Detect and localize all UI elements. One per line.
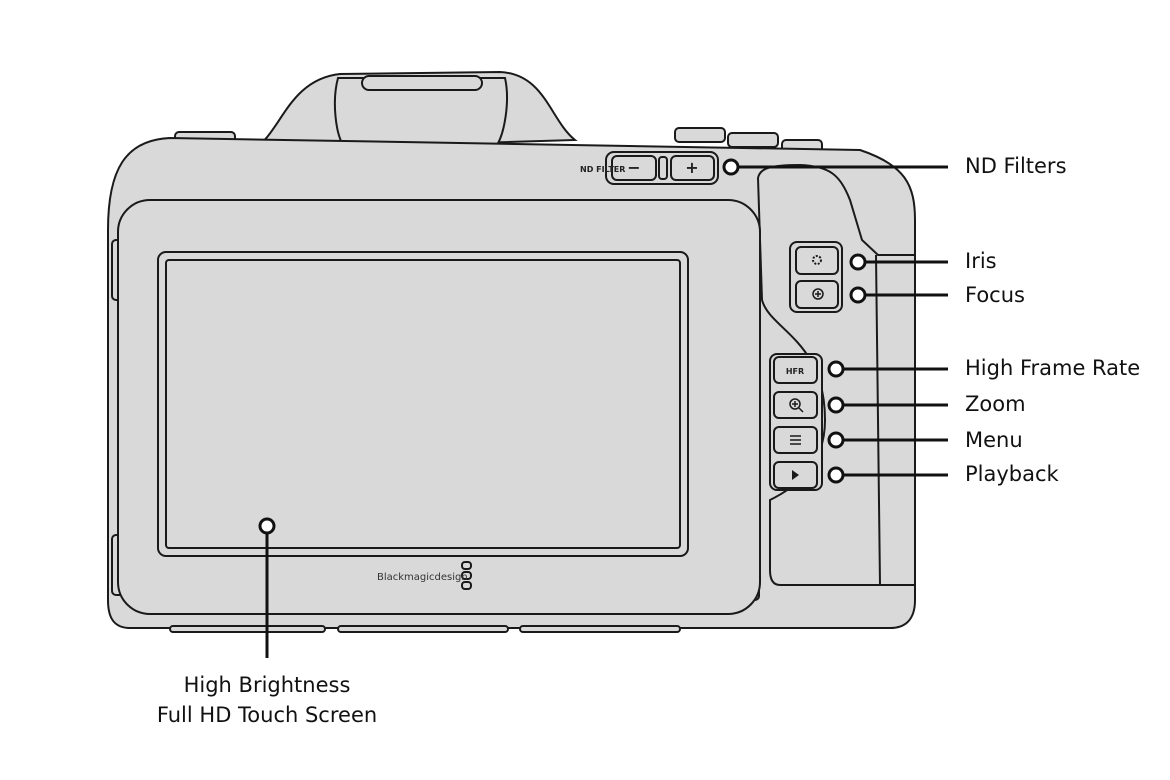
callout-dot [849, 253, 867, 271]
focus-icon [812, 288, 824, 300]
brand-logo: Blackmagicdesign [377, 572, 468, 583]
grip-line [875, 254, 881, 586]
hfr-label: HFR [786, 367, 804, 376]
iris-button[interactable] [795, 246, 839, 275]
button-column [769, 353, 823, 491]
label-nd-filters: ND Filters [965, 154, 1067, 178]
callout-dot [827, 466, 845, 484]
label-screen-line1: High Brightness [183, 673, 351, 697]
menu-icon [790, 435, 801, 445]
callout-dot [827, 431, 845, 449]
label-iris: Iris [965, 249, 997, 273]
iris-icon [812, 255, 822, 265]
nd-plus-button[interactable] [670, 155, 715, 181]
foot [337, 625, 509, 633]
nd-plus-glyph: + [685, 158, 698, 177]
hfr-button[interactable] [773, 356, 818, 384]
logo-mark [461, 561, 472, 570]
label-playback: Playback [965, 462, 1059, 486]
logo-mark [461, 581, 472, 590]
label-menu: Menu [965, 428, 1023, 452]
callout-dot [258, 517, 276, 535]
play-icon [792, 470, 799, 480]
nd-minus-button[interactable] [611, 155, 657, 181]
label-zoom: Zoom [965, 392, 1026, 416]
zoom-icon [789, 398, 801, 410]
callout-dot [722, 158, 740, 176]
label-screen-line2: Full HD Touch Screen [156, 703, 378, 727]
top-button [674, 127, 726, 143]
label-high-frame-rate: High Frame Rate [965, 356, 1141, 380]
foot [519, 625, 681, 633]
nd-divider [658, 156, 668, 180]
callout-dot [827, 396, 845, 414]
callout-dot [827, 360, 845, 378]
logo-mark [461, 571, 472, 580]
nd-filter-label: ND FILTER [580, 165, 625, 174]
zoom-icon-detail [792, 401, 804, 413]
focus-icon-cross [815, 291, 821, 297]
nd-minus-glyph: − [627, 158, 640, 177]
eyecup-top [361, 75, 483, 91]
top-button [727, 132, 779, 148]
label-focus: Focus [965, 283, 1025, 307]
touch-screen[interactable] [165, 259, 681, 549]
foot [169, 625, 326, 633]
callout-dot [849, 286, 867, 304]
